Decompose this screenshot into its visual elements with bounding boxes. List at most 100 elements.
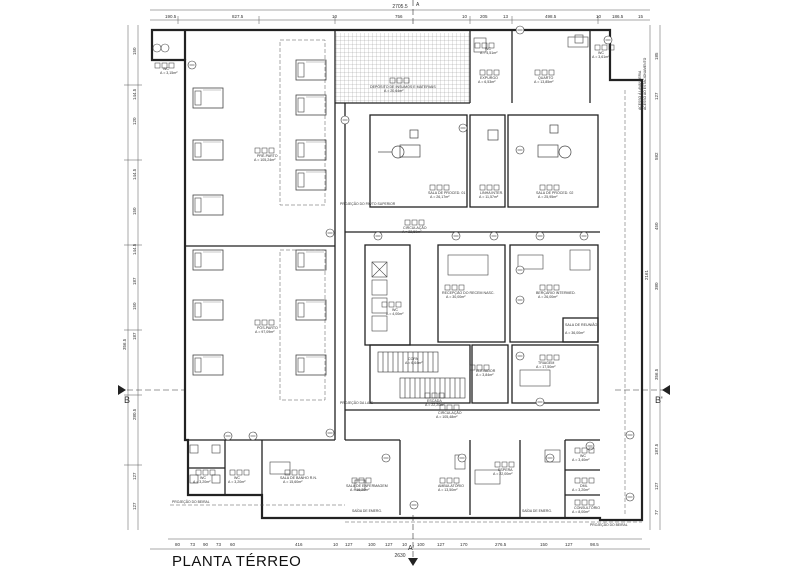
room-espera: ESPERA xyxy=(498,468,513,472)
room-sala-proc2-area: A = 25,95m² xyxy=(538,195,558,199)
svg-text:A': A' xyxy=(408,545,414,552)
svg-text:A: A xyxy=(416,2,420,8)
interior-walls xyxy=(185,30,600,518)
room-wc1-area: A = 3,15m² xyxy=(160,71,178,75)
room-sala-proc2: SALA DE PROCED. 02 xyxy=(536,191,573,195)
room-expurgo-area: A = 6,53m² xyxy=(478,80,496,84)
room-quarto: QUARTO xyxy=(538,76,553,80)
svg-text:15: 15 xyxy=(638,14,644,19)
svg-text:127: 127 xyxy=(132,502,137,510)
svg-text:150: 150 xyxy=(132,207,137,215)
svg-text:B': B' xyxy=(655,395,663,405)
svg-text:98.5: 98.5 xyxy=(590,542,599,547)
room-enfermagem-area: A = 16,20m² xyxy=(350,488,370,492)
room-escada-area: A = 22,20m² xyxy=(425,403,445,407)
room-sala-proc1-area: A = 26,17m² xyxy=(430,195,450,199)
svg-text:280.5: 280.5 xyxy=(132,408,137,420)
room-wc2: WC xyxy=(485,47,491,51)
svg-text:186.5: 186.5 xyxy=(612,14,624,19)
left-dims: 150 144.5 120 144.5 150 144.5 187 150 18… xyxy=(122,47,137,510)
room-wc4: WC xyxy=(392,308,398,312)
room-reuniao-area: A = 36,00m² xyxy=(565,331,585,335)
note-projecao-laje: PROJEÇÃO DA LAJE xyxy=(340,400,374,405)
room-elevador: ELEVADOR xyxy=(476,369,496,373)
room-dml-area: A = 3,20m² xyxy=(572,488,590,492)
room-circulacao2: CIRCULAÇÃO xyxy=(438,410,462,415)
room-consultorio-area: A = 8,00m² xyxy=(572,510,590,514)
note-saida-emerg-1: SAÍDA DE EMERG. xyxy=(352,509,382,513)
svg-text:2161: 2161 xyxy=(644,269,649,280)
room-wc-fem-area: A = 3,20m² xyxy=(193,480,211,484)
svg-text:127: 127 xyxy=(132,472,137,480)
room-recepcao-area: A = 30,00m² xyxy=(446,295,466,299)
external-walls xyxy=(150,28,644,522)
bottom-dims: 80 73 90 73 60 416 10 127 100 127 10 100… xyxy=(175,542,599,547)
room-linha-inter: LINHA INTER. xyxy=(480,191,503,195)
room-deposito-area: A = 20,64m² xyxy=(384,89,404,93)
note-projecao-beiral-1: PROJEÇÃO DO BEIRAL xyxy=(172,499,210,504)
room-wc3-area: A = 3,61m² xyxy=(592,55,610,59)
room-enfermagem: SALA DE ENFERMAGEM xyxy=(346,484,388,488)
svg-text:77: 77 xyxy=(654,509,659,515)
svg-text:150: 150 xyxy=(540,542,548,547)
svg-text:187: 187 xyxy=(132,332,137,340)
svg-text:827.5: 827.5 xyxy=(232,14,244,19)
svg-text:73: 73 xyxy=(190,542,196,547)
svg-text:150: 150 xyxy=(132,47,137,55)
svg-text:90: 90 xyxy=(203,542,209,547)
svg-text:10: 10 xyxy=(462,14,468,19)
room-wc3: WC xyxy=(598,51,604,55)
room-reuniao: SALA DE REUNIÃO xyxy=(565,322,598,327)
room-wc5-area: A = 3,40m² xyxy=(572,458,590,462)
svg-text:144.5: 144.5 xyxy=(132,243,137,255)
room-pre-parto: PRÉ-PARTO xyxy=(257,153,278,158)
svg-text:756: 756 xyxy=(395,14,403,19)
svg-text:185: 185 xyxy=(654,52,659,60)
overall-top-dim: 2705.5 xyxy=(392,4,408,10)
svg-text:100: 100 xyxy=(368,542,376,547)
section-marker-a-prime: A' xyxy=(408,515,418,566)
room-recepcao: RECEPÇÃO DO RECEM NASC. xyxy=(442,290,495,295)
svg-text:10: 10 xyxy=(333,542,339,547)
plan-notes: PROJEÇÃO DO PAVTO SUPERIOR PROJEÇÃO DA L… xyxy=(172,57,647,527)
room-copa-area: A = 6,64m² xyxy=(405,361,423,365)
svg-text:450: 450 xyxy=(654,222,659,230)
room-wc1: WC xyxy=(163,67,169,71)
svg-text:127: 127 xyxy=(654,92,659,100)
svg-text:380: 380 xyxy=(654,282,659,290)
room-circulacao1: CIRCULAÇÃO xyxy=(403,225,427,230)
top-dims: 190.5 827.5 10 756 10 205 13 498.5 10 18… xyxy=(165,14,644,19)
svg-text:187: 187 xyxy=(132,277,137,285)
svg-text:205: 205 xyxy=(480,14,488,19)
room-triagem: TRIAGEM xyxy=(538,361,554,365)
right-dims: 185 127 582 450 380 2161 356.5 187.5 127… xyxy=(644,52,659,515)
svg-text:187.5: 187.5 xyxy=(654,443,659,455)
room-labels: WC A = 3,15m² PRÉ-PARTO A = 105,24m² DEP… xyxy=(160,47,610,514)
svg-text:190.5: 190.5 xyxy=(165,14,177,19)
room-pos-parto-area: A = 97,09m² xyxy=(255,330,275,334)
beds-pre-parto xyxy=(192,59,327,216)
overall-bottom-dim: 2630 xyxy=(394,553,405,559)
room-escada: ESCADA xyxy=(427,399,442,403)
svg-text:356.5: 356.5 xyxy=(122,338,127,350)
svg-text:356.5: 356.5 xyxy=(654,368,659,380)
room-wc2-area: A = 4,51m² xyxy=(480,51,498,55)
svg-text:170: 170 xyxy=(460,542,468,547)
room-wc5: WC xyxy=(580,454,586,458)
room-berco: BERÇÁRIO INTERMED. xyxy=(536,291,576,295)
room-dml: DML xyxy=(580,484,588,488)
svg-text:13: 13 xyxy=(503,14,509,19)
note-acesso-2: ACESSO À LAVANDERIA xyxy=(638,70,642,110)
room-wc-masc-area: A = 3,20m² xyxy=(228,480,246,484)
svg-text:127: 127 xyxy=(565,542,573,547)
svg-text:276.5: 276.5 xyxy=(495,542,507,547)
room-pre-parto-area: A = 105,24m² xyxy=(254,158,276,162)
room-ambulatorio-area: A = 13,50m² xyxy=(438,488,458,492)
svg-text:10: 10 xyxy=(332,14,338,19)
note-acesso-1: ACESSO AO ESTACIONAMENTO xyxy=(643,57,647,110)
fixtures xyxy=(152,34,591,491)
svg-text:144.5: 144.5 xyxy=(132,88,137,100)
storage-hatch xyxy=(335,33,470,103)
room-elevador-area: A = 3,84m² xyxy=(476,373,494,377)
